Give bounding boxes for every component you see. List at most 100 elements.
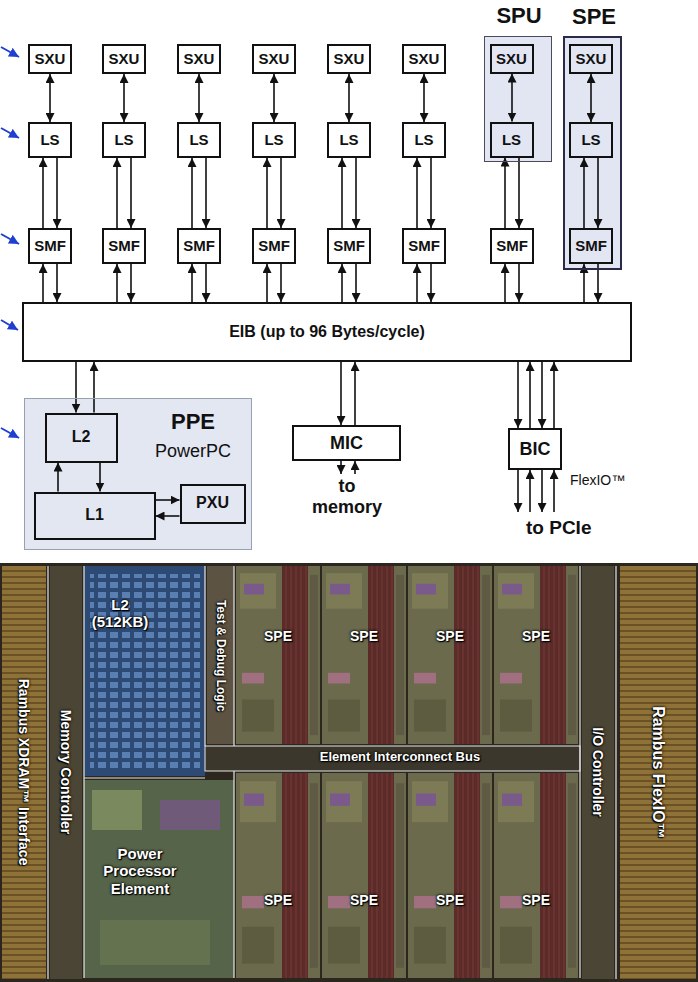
- ppe-detail: [160, 800, 220, 830]
- box-label: LS: [264, 131, 283, 148]
- bus-arrow: [49, 74, 51, 122]
- callout-arrows: [1, 47, 19, 438]
- bus-arrow: [541, 362, 543, 428]
- smf-box: SMF: [569, 228, 613, 264]
- bus-arrow: [198, 74, 200, 122]
- box-label: SMF: [108, 237, 140, 254]
- region-borders: [48, 566, 616, 979]
- bus-arrow: [266, 264, 268, 302]
- die-region-label: SPE: [248, 628, 308, 644]
- bus-arrow: [529, 362, 531, 428]
- memory-arrow: [354, 461, 356, 474]
- bus-arrow: [355, 264, 357, 302]
- box-label: LS: [502, 131, 521, 148]
- die-region-label: SPE: [506, 628, 566, 644]
- die-ground: [0, 563, 698, 982]
- ppe-detail: [100, 920, 210, 965]
- die-photo: [0, 563, 698, 982]
- local-store-box: LS: [402, 122, 446, 158]
- local-store-box: LS: [569, 122, 613, 158]
- die-region-label: SPE: [420, 628, 480, 644]
- local-store-box: LS: [252, 122, 296, 158]
- die-region-label: I/O Controller: [589, 572, 607, 972]
- bus-arrow: [42, 264, 44, 302]
- l2-cache-box: L2: [45, 413, 118, 463]
- l2-arrays: [90, 574, 200, 770]
- box-label: SMF: [183, 237, 215, 254]
- die-region-label: SPE: [334, 628, 394, 644]
- smf-box: SMF: [28, 228, 72, 264]
- local-store-box: LS: [102, 122, 146, 158]
- box-label: SXU: [496, 50, 527, 67]
- bus-arrow: [590, 74, 592, 122]
- box-label: L2: [72, 428, 91, 446]
- group-heading: SPE: [544, 4, 644, 29]
- bus-arrow: [56, 158, 58, 228]
- bus-arrow: [57, 463, 59, 492]
- pcie-arrow: [517, 470, 519, 512]
- sxu-box: SXU: [569, 44, 613, 74]
- bus-arrow: [341, 264, 343, 302]
- bus-arrow: [416, 264, 418, 302]
- callout-arrow: [1, 234, 19, 244]
- box-label: SMF: [258, 237, 290, 254]
- bus-arrow: [130, 264, 132, 302]
- bus-arrow: [517, 362, 519, 428]
- bus-arrow: [597, 158, 599, 228]
- bus-arrow: [156, 515, 180, 517]
- box-label: LS: [414, 131, 433, 148]
- box-label: LS: [339, 131, 358, 148]
- callout-arrow: [1, 128, 19, 138]
- callout-arrow: [1, 428, 19, 438]
- bus-arrow: [518, 158, 520, 229]
- box-label: SMF: [575, 237, 607, 254]
- group-fills: [24, 36, 622, 550]
- bus-arrow: [123, 74, 125, 122]
- bus-arrow: [56, 264, 58, 302]
- spe-region: [408, 773, 492, 978]
- bus-arrow: [191, 264, 193, 302]
- spe-region: [236, 566, 320, 744]
- die-region-label: SPE: [248, 892, 308, 908]
- box-label: LS: [40, 131, 59, 148]
- io-note: to memory: [307, 476, 387, 517]
- die-region-label: Power Processor Element: [95, 845, 185, 897]
- die-region-label: Memory Controller: [57, 572, 75, 972]
- die-region-label: Rambus FlexIO™: [648, 572, 669, 972]
- box-label: SXU: [259, 50, 290, 67]
- spe-group: SXULSSMFSPE: [563, 36, 622, 270]
- spe-region: [236, 773, 320, 978]
- box-label: LS: [189, 131, 208, 148]
- bus-arrow: [116, 158, 118, 228]
- die-region-label: Test & Debug Logic: [212, 571, 228, 741]
- die-region-label: Element Interconnect Bus: [240, 750, 560, 765]
- ppe-detail: [92, 790, 142, 830]
- sxu-box: SXU: [252, 44, 296, 74]
- memory-controller-strip: [50, 566, 82, 979]
- bic-box: BIC: [508, 428, 562, 470]
- pcie-arrow: [529, 470, 531, 512]
- bus-arrow: [430, 264, 432, 302]
- sxu-box: SXU: [402, 44, 446, 74]
- die-region-label: L2 (512KB): [85, 596, 155, 631]
- bus-arrow: [99, 463, 101, 492]
- local-store-box: LS: [28, 122, 72, 158]
- pcie-arrow: [553, 470, 555, 512]
- box-label: SXU: [184, 50, 215, 67]
- bus-arrow: [518, 264, 520, 302]
- bus-arrow: [116, 264, 118, 302]
- callout-arrow: [1, 47, 19, 57]
- xdram-strip: [2, 566, 46, 979]
- box-label: EIB (up to 96 Bytes/cycle): [229, 323, 425, 341]
- box-label: SMF: [408, 237, 440, 254]
- die-region-label: SPE: [334, 892, 394, 908]
- bus-arrow: [93, 362, 95, 413]
- spe-region: [322, 566, 406, 744]
- smf-box: SMF: [327, 228, 371, 264]
- io-note: to PCIe: [526, 517, 656, 539]
- box-label: SXU: [576, 50, 607, 67]
- io-controller-strip: [582, 566, 614, 979]
- box-label: BIC: [520, 439, 551, 460]
- die-region-label: SPE: [506, 892, 566, 908]
- bus-arrow: [430, 158, 432, 228]
